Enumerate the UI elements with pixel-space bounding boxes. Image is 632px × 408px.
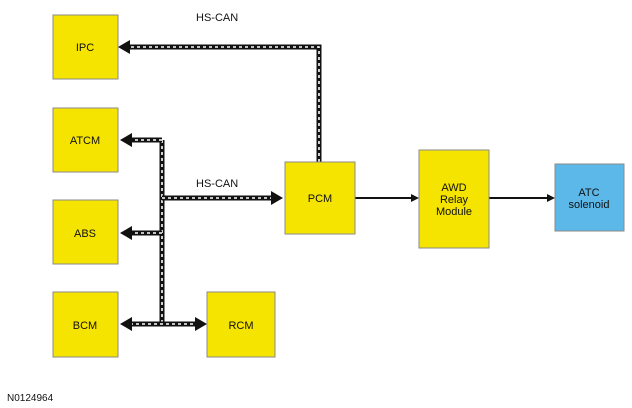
module-label-line: solenoid — [569, 199, 610, 211]
module-label-line: RCM — [228, 320, 253, 332]
module-label-rcm: RCM — [228, 320, 253, 332]
bus-to-bcm-rcm — [120, 317, 207, 331]
module-label-line: IPC — [76, 42, 94, 54]
module-abs[interactable]: ABS — [52, 199, 119, 265]
bus-to-abs — [120, 226, 162, 240]
module-label-line: AWD — [441, 182, 466, 194]
bus-arrowhead-pcm — [271, 191, 283, 205]
module-pcm[interactable]: PCM — [284, 161, 356, 235]
module-rcm[interactable]: RCM — [206, 291, 276, 358]
bus-pcm-to-ipc — [118, 40, 322, 162]
bus-arrowhead-bcm — [120, 317, 132, 331]
module-ipc[interactable]: IPC — [52, 14, 119, 80]
hs-can-label-top: HS-CAN — [196, 12, 238, 24]
bus-to-atcm — [120, 133, 162, 147]
module-label-line: ABS — [74, 228, 96, 240]
module-label-abs: ABS — [74, 228, 96, 240]
bus-arrowhead-atcm — [120, 133, 132, 147]
bus-arrowhead-rcm — [195, 317, 207, 331]
module-bcm[interactable]: BCM — [52, 291, 119, 358]
module-label-atcm: ATCM — [70, 135, 100, 147]
module-label-pcm: PCM — [308, 193, 332, 205]
module-label-line: BCM — [73, 320, 97, 332]
module-label-line: Relay — [440, 194, 469, 206]
bus-to-pcm — [162, 191, 283, 205]
bus-arrowhead-ipc — [118, 40, 130, 54]
figure-id: N0124964 — [7, 393, 54, 404]
module-label-line: Module — [436, 206, 472, 218]
module-label-ipc: IPC — [76, 42, 94, 54]
module-label-line: ATC — [578, 187, 599, 199]
module-label-bcm: BCM — [73, 320, 97, 332]
module-label-line: ATCM — [70, 135, 100, 147]
bus-arrowhead-abs — [120, 226, 132, 240]
module-atcm[interactable]: ATCM — [52, 107, 119, 173]
module-label-line: PCM — [308, 193, 332, 205]
hs-can-label-mid: HS-CAN — [196, 178, 238, 190]
